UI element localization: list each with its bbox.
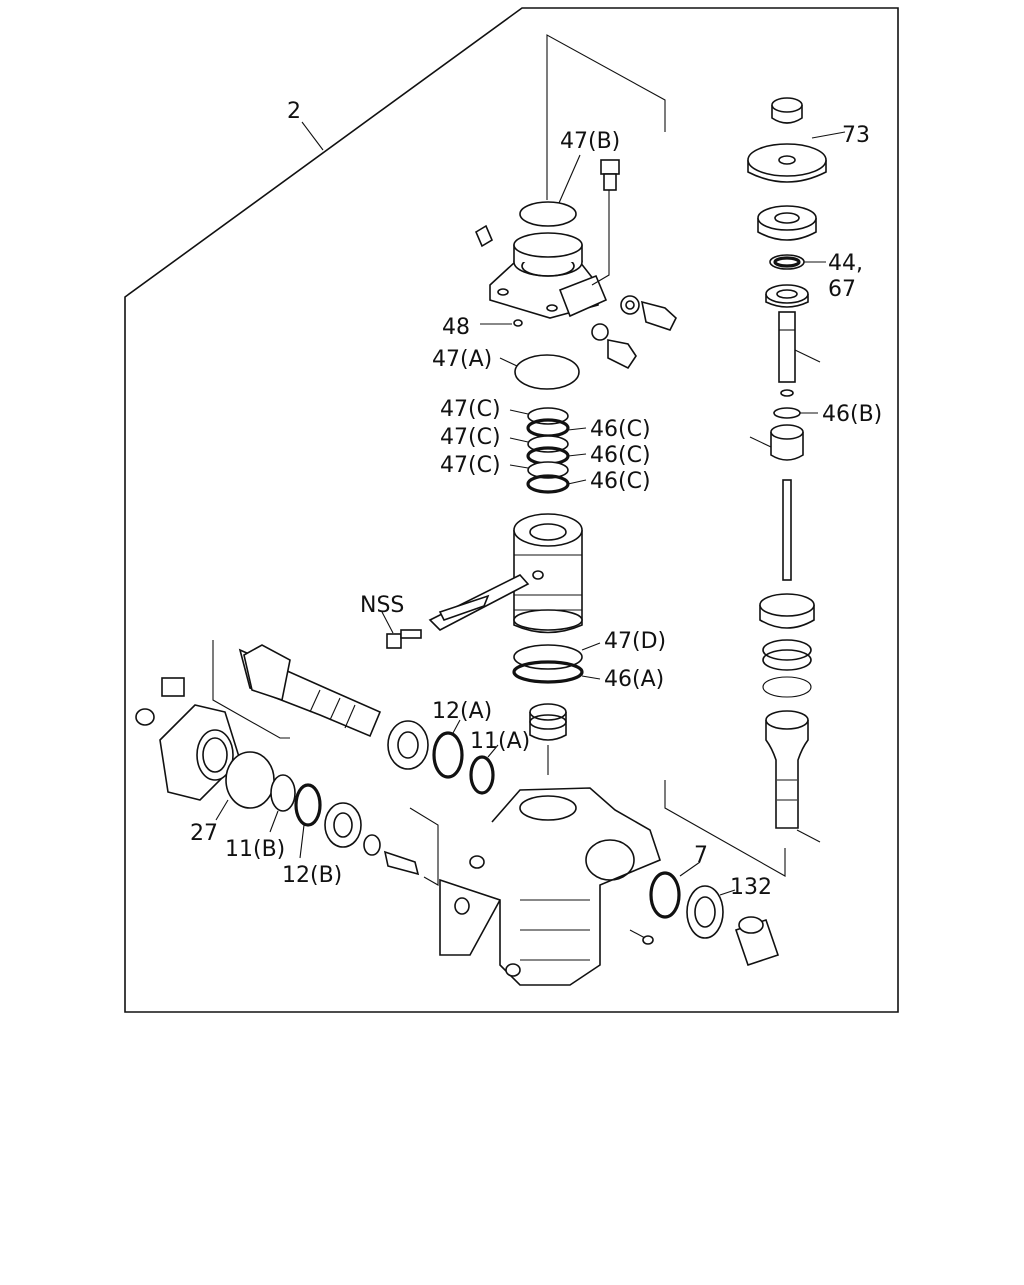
callout-47a: 47(A) bbox=[432, 347, 492, 372]
callout-nss: NSS bbox=[360, 593, 404, 618]
callout-48: 48 bbox=[442, 315, 470, 340]
leader-2 bbox=[301, 121, 324, 151]
part-47a-oring bbox=[514, 354, 580, 390]
gear-housing bbox=[439, 787, 780, 986]
callout-12b: 12(B) bbox=[282, 863, 342, 888]
bracket-left bbox=[212, 640, 290, 739]
bracket-upper bbox=[546, 34, 666, 200]
part-46a-ring bbox=[512, 660, 584, 684]
valve-spool bbox=[428, 513, 583, 634]
bracket-lower bbox=[409, 807, 439, 886]
cover-fittings bbox=[591, 295, 677, 370]
bracket-right bbox=[664, 780, 786, 877]
valve-housing-cover bbox=[474, 224, 608, 319]
adjuster-plug bbox=[529, 703, 567, 775]
part-48-oring bbox=[513, 319, 523, 327]
callout-2: 2 bbox=[287, 99, 301, 124]
callout-27: 27 bbox=[190, 821, 218, 846]
callout-46c-1: 46(C) bbox=[590, 417, 651, 442]
side-cover-27 bbox=[135, 677, 420, 876]
nss-bolt bbox=[381, 611, 422, 649]
callout-46b: 46(B) bbox=[822, 402, 882, 427]
callout-132: 132 bbox=[730, 875, 772, 900]
part-47b-oring bbox=[519, 201, 577, 227]
callout-46c-3: 46(C) bbox=[590, 469, 651, 494]
callout-47c-1: 47(C) bbox=[440, 397, 501, 422]
right-shaft-column bbox=[747, 97, 846, 843]
callout-47c-3: 47(C) bbox=[440, 453, 501, 478]
callout-7: 7 bbox=[694, 843, 708, 868]
callout-47c-2: 47(C) bbox=[440, 425, 501, 450]
callout-47d: 47(D) bbox=[604, 629, 666, 654]
cover-bolt bbox=[591, 159, 620, 286]
callout-47b: 47(B) bbox=[560, 129, 620, 154]
callout-46c-2: 46(C) bbox=[590, 443, 651, 468]
callout-12a: 12(A) bbox=[432, 699, 492, 724]
callout-11b: 11(B) bbox=[225, 837, 285, 862]
callout-11a: 11(A) bbox=[470, 729, 530, 754]
bearing-12a bbox=[387, 719, 499, 795]
callout-46a: 46(A) bbox=[604, 667, 664, 692]
callout-73: 73 bbox=[842, 123, 870, 148]
assembly-frame bbox=[124, 7, 899, 1013]
callout-44: 44, bbox=[828, 251, 863, 276]
sector-shaft bbox=[238, 644, 382, 738]
callout-67: 67 bbox=[828, 277, 856, 302]
seal-ring-stack bbox=[509, 407, 587, 494]
